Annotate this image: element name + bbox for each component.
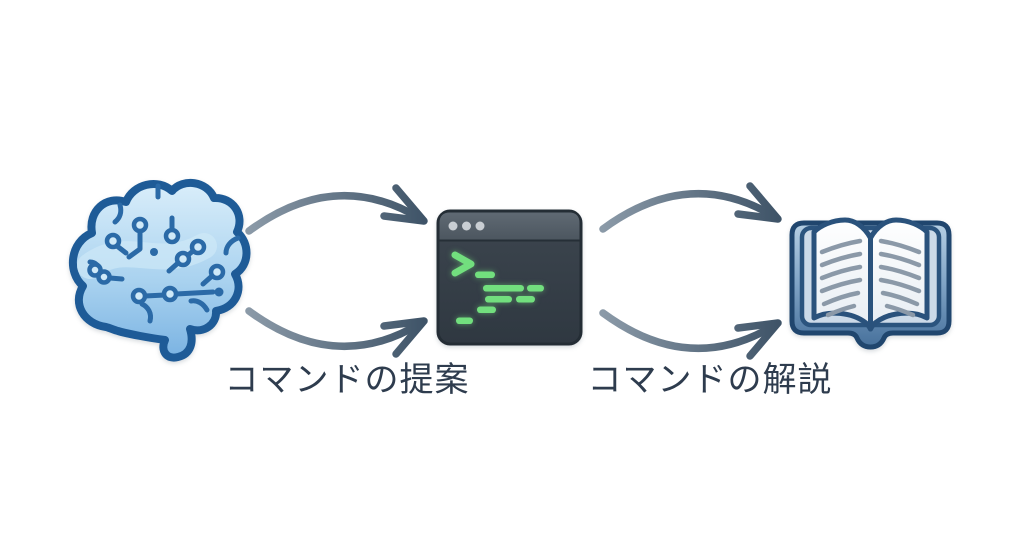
left-page-text-lines [819,238,863,318]
brain-outline [68,179,251,362]
open-book-icon [789,217,952,350]
brain-circuit-traces [87,183,241,324]
terminal-window-icon [436,209,583,346]
terminal-window-body [436,209,583,346]
arrow-shaft [599,189,779,233]
book-left-page [811,217,873,332]
terminal-prompt-chevron [451,251,475,277]
book-right-page [868,217,930,332]
arrow-head [380,317,428,358]
brain-to-terminal-bottom-arrow [245,307,428,358]
ai-brain-icon [68,179,251,362]
brain-circuit-nodes [87,216,226,305]
edge-label-command-suggestion: コマンドの提案 [224,361,470,399]
arrow-shaft [599,309,779,353]
command-line-dashes [456,271,544,324]
window-control-dots [448,221,485,231]
brain-to-terminal-top-arrow [245,184,428,235]
edge-label-command-explanation: コマンドの解説 [587,361,833,399]
brain-circuit-dots [150,248,224,297]
arrow-head [734,182,782,223]
arrow-shaft [245,191,425,235]
arrow-head [734,319,782,360]
terminal-to-book-bottom-arrow [599,309,782,360]
arrow-head [380,184,428,225]
right-page-text-lines [878,238,922,318]
arrow-shaft [245,307,425,351]
terminal-to-book-top-arrow [599,182,782,233]
terminal-titlebar [439,212,580,240]
